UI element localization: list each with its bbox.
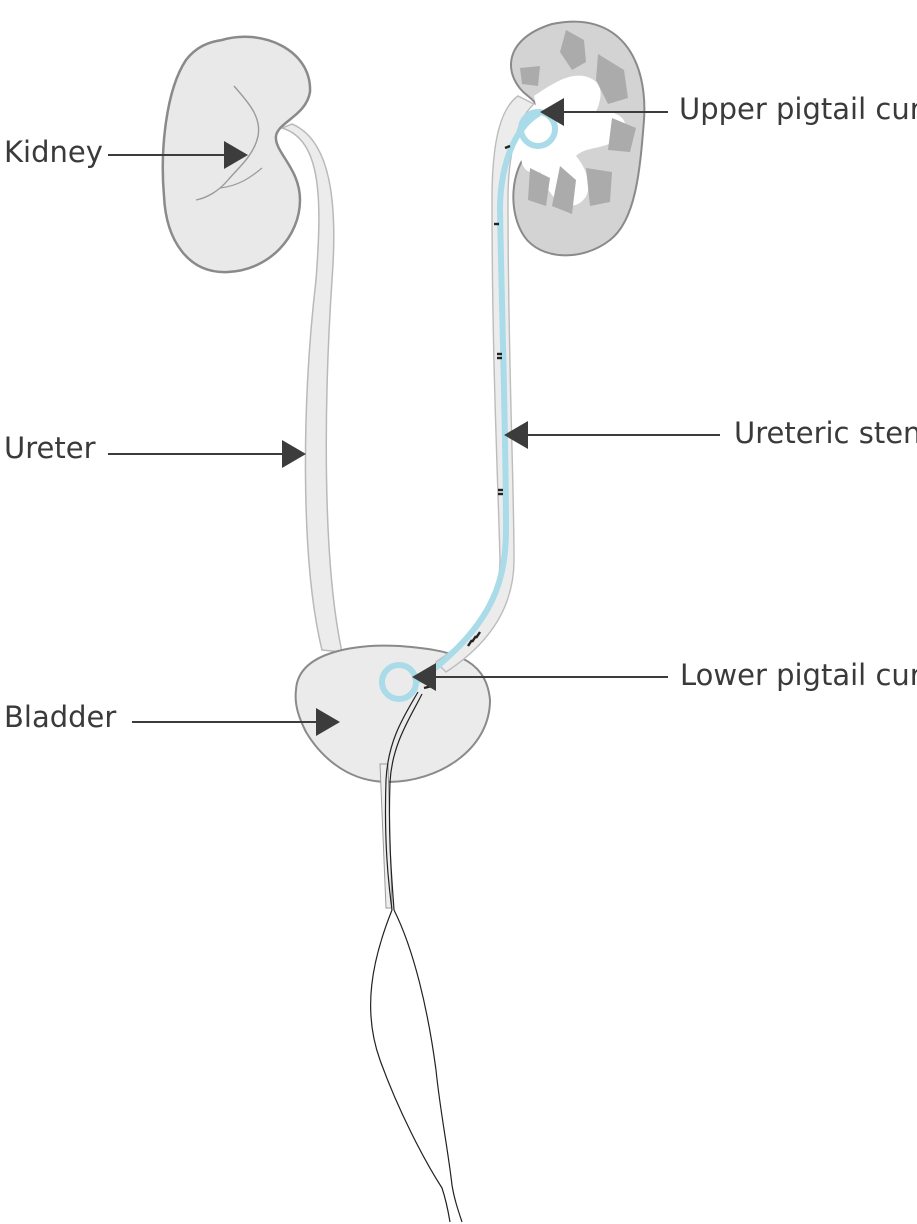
arrow-ureteric-stent [504,421,720,449]
lower-pigtail-curl-label: Lower pigtail curl [680,661,917,690]
ureter-label: Ureter [4,434,96,463]
kidney-label: Kidney [4,138,103,167]
arrow-ureter [108,440,306,468]
bladder-label: Bladder [4,703,116,732]
ureteric-stent-label: Ureteric stent [734,419,917,448]
upper-pigtail-curl-label: Upper pigtail curl [679,95,917,124]
